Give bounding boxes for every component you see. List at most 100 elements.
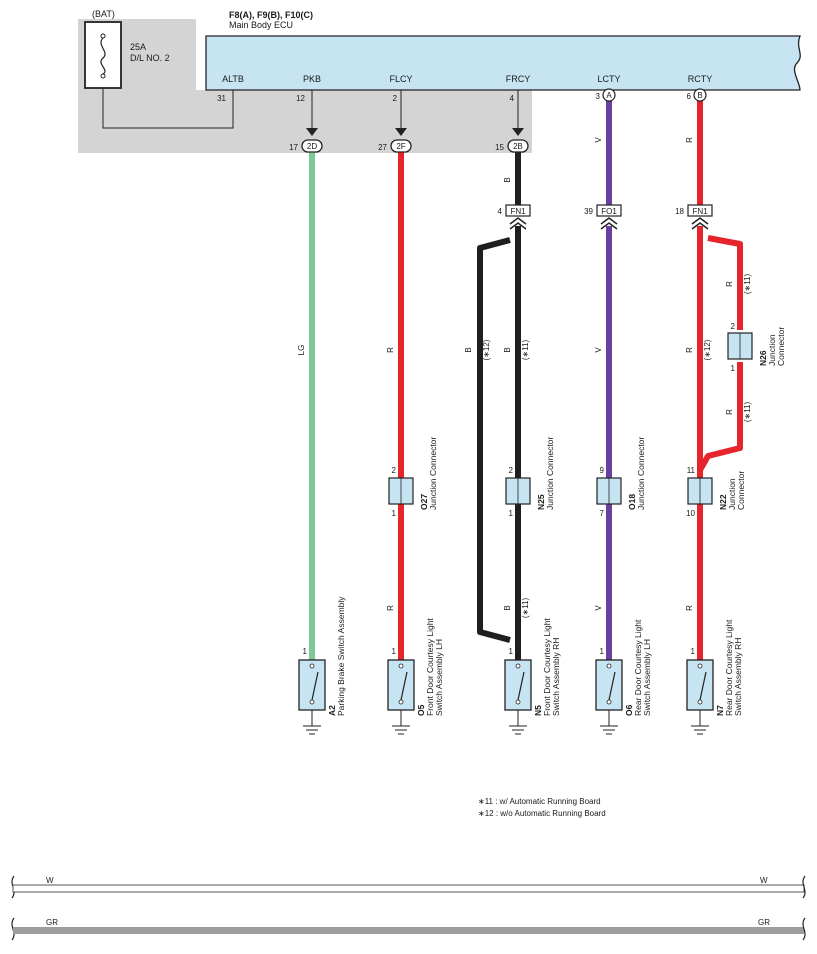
legend-wire-label: GR (46, 918, 58, 927)
ecu-pin-number: 3 (596, 92, 601, 101)
connector-pin-bottom: 1 (509, 509, 514, 518)
connector-code: N26 (758, 350, 768, 366)
connector-pin-top: 11 (687, 466, 696, 475)
switch-name: Rear Door Courtesy Light (724, 619, 734, 716)
switch-terminal (309, 699, 315, 705)
inline-pin-number: 18 (675, 207, 684, 216)
ecu-connector-a (602, 88, 616, 102)
switch-name: Switch Assembly RH (733, 638, 743, 716)
ecu-terminal-name: RCTY (688, 74, 713, 84)
bat-label: (BAT) (92, 9, 115, 19)
legend-bracket-right (802, 917, 806, 941)
connector-pin-top: 2 (731, 322, 736, 331)
switch-name: Front Door Courtesy Light (425, 618, 435, 716)
ecu-pin-number: 2 (393, 94, 398, 103)
ecu-terminals: ALTB PKB FLCY FRCY LCTY RCTY 31 12 2 4 3… (217, 74, 712, 103)
jb-connector-2d (301, 139, 323, 153)
connector-name: Junction (767, 334, 777, 366)
jb-pin-number: 15 (495, 143, 504, 152)
wire-color-labels: LG R R B B (∗12) B (∗11) B (∗11) V V V R… (297, 137, 752, 619)
legend-wire-label: W (46, 876, 54, 885)
wire-note: (∗11) (521, 340, 530, 361)
wires (309, 100, 743, 660)
jb-connector-2f (390, 139, 412, 153)
ecu-terminal-name: ALTB (222, 74, 244, 84)
altb-wire (102, 88, 234, 129)
footnote: ∗12 : w/o Automatic Running Board (478, 809, 606, 818)
switch-code: A2 (327, 705, 337, 716)
connector-name: Junction (727, 478, 737, 510)
ecu-body (205, 35, 801, 91)
ecu-pin-number: 4 (510, 94, 515, 103)
connector-pin-top: 9 (600, 466, 605, 475)
wire-label: V (594, 347, 603, 353)
ground-icon (303, 710, 321, 735)
switch-o5: 1 O5 Front Door Courtesy Light Switch As… (387, 618, 444, 735)
wire-label: R (725, 409, 734, 415)
fuse-terminal-top (100, 33, 106, 39)
connector-code: O18 (627, 494, 637, 510)
wire-label: LG (297, 345, 306, 356)
connector-pin-top: 2 (392, 466, 397, 475)
switch-contact-icon (400, 671, 408, 701)
inline-connectors: FN1 4 FO1 39 FN1 18 (498, 204, 713, 230)
wire-r-n26-loop (707, 235, 743, 330)
ecu-name: Main Body ECU (229, 20, 293, 30)
legend-wires: W W GR GR (11, 875, 806, 941)
wire-label: V (594, 605, 603, 611)
switch-code: O5 (416, 704, 426, 716)
switch-name: Parking Brake Switch Assembly (336, 596, 346, 716)
switch-name: Rear Door Courtesy Light (633, 619, 643, 716)
switch-terminal (606, 699, 612, 705)
wire-label: B (464, 347, 473, 352)
switch-a2: 1 A2 Parking Brake Switch Assembly (298, 596, 346, 735)
fuse-icon (100, 37, 106, 75)
wire-label: B (503, 605, 512, 610)
switch-name: Switch Assembly LH (434, 639, 444, 716)
arrow-icon (395, 128, 407, 136)
switch-contact-icon (608, 671, 616, 701)
ecu-terminal-name: LCTY (597, 74, 620, 84)
switch-pin: 1 (303, 647, 308, 656)
switch-terminal (515, 699, 521, 705)
fuse-name: D/L NO. 2 (130, 53, 170, 63)
switch-name: Switch Assembly LH (642, 639, 652, 716)
ecu-pin-number: 31 (217, 94, 226, 103)
ecu-connector-b (693, 88, 707, 102)
switch-terminal (697, 663, 703, 669)
footnote: ∗11 : w/ Automatic Running Board (478, 797, 601, 806)
legend-wire-gr (13, 927, 804, 934)
connector-name: Connector (736, 471, 746, 510)
switch-terminal (515, 663, 521, 669)
connector-pin-bottom: 10 (686, 509, 695, 518)
switch-terminal (606, 663, 612, 669)
connector-pin-bottom: 1 (392, 509, 397, 518)
jb-pin-number: 17 (289, 143, 298, 152)
junction-block-area (78, 19, 532, 153)
connector-pin-bottom: 1 (731, 364, 736, 373)
wire-label: R (386, 605, 395, 611)
ecu-terminal-name: FRCY (506, 74, 531, 84)
inline-connector-fn1 (505, 204, 531, 217)
ecu-connectors: F8(A), F9(B), F10(C) (229, 10, 313, 20)
inline-pin-number: 39 (584, 207, 593, 216)
switch-terminal (398, 699, 404, 705)
connector-code: N22 (718, 494, 728, 510)
ecu-terminal-name: FLCY (389, 74, 412, 84)
chevron-up-icon (600, 217, 618, 230)
switch-n5: 1 N5 Front Door Courtesy Light Switch As… (504, 618, 561, 735)
ground-icon (392, 710, 410, 735)
inline-connector-id: FN1 (510, 207, 526, 216)
jb-pin-number: 27 (378, 143, 387, 152)
wire-label: R (685, 605, 694, 611)
wire-note: (∗11) (743, 274, 752, 295)
inline-connector-fo1 (596, 204, 622, 217)
switch-code: O6 (624, 704, 634, 716)
ecu-pin-number: 6 (687, 92, 692, 101)
wire-b-bypass (477, 237, 511, 643)
switch-terminal (398, 663, 404, 669)
wire-label: V (594, 137, 603, 143)
wire-r-n26-return (697, 362, 743, 472)
wire-note: (∗11) (743, 402, 752, 423)
wire-note: (∗11) (521, 598, 530, 619)
